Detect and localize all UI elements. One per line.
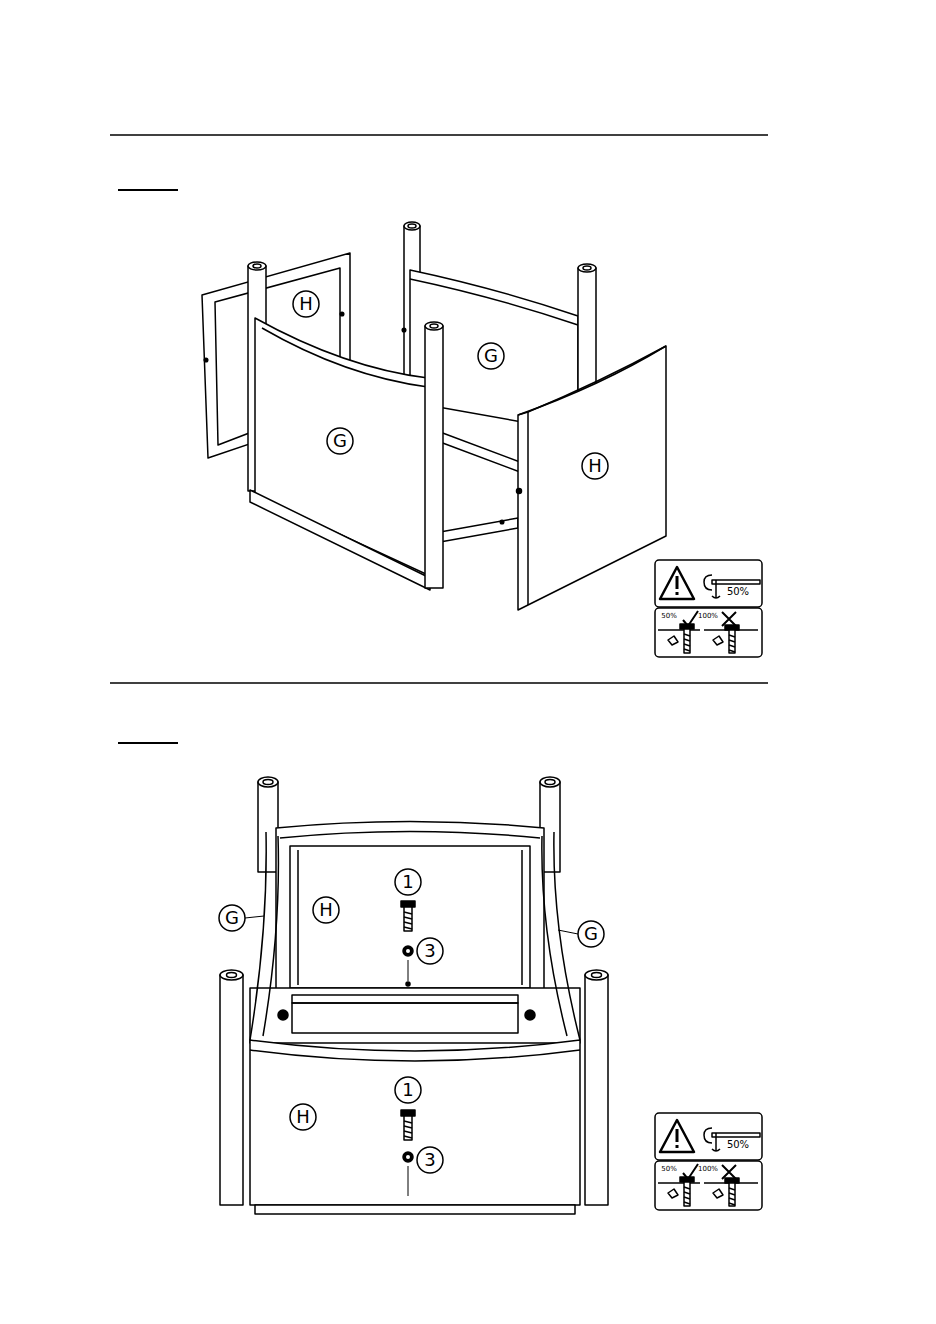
part-letter: H (319, 901, 333, 919)
torque-note: 100% (698, 1166, 718, 1173)
torque-note: 50% (727, 587, 749, 597)
callout-number: 3 (424, 1151, 435, 1169)
part-letter: H (588, 457, 602, 475)
torque-note: 50% (661, 1166, 677, 1173)
part-letter: G (484, 347, 498, 365)
torque-note: 100% (698, 613, 718, 620)
part-letter: H (299, 295, 313, 313)
callout-number: 1 (402, 1081, 413, 1099)
callout-number: 3 (424, 942, 435, 960)
torque-note: 50% (661, 613, 677, 620)
torque-note: 50% (727, 1140, 749, 1150)
part-letter: G (225, 909, 239, 927)
part-letter: G (333, 432, 347, 450)
part-letter: G (584, 925, 598, 943)
callout-number: 1 (402, 873, 413, 891)
part-letter: H (296, 1108, 310, 1126)
